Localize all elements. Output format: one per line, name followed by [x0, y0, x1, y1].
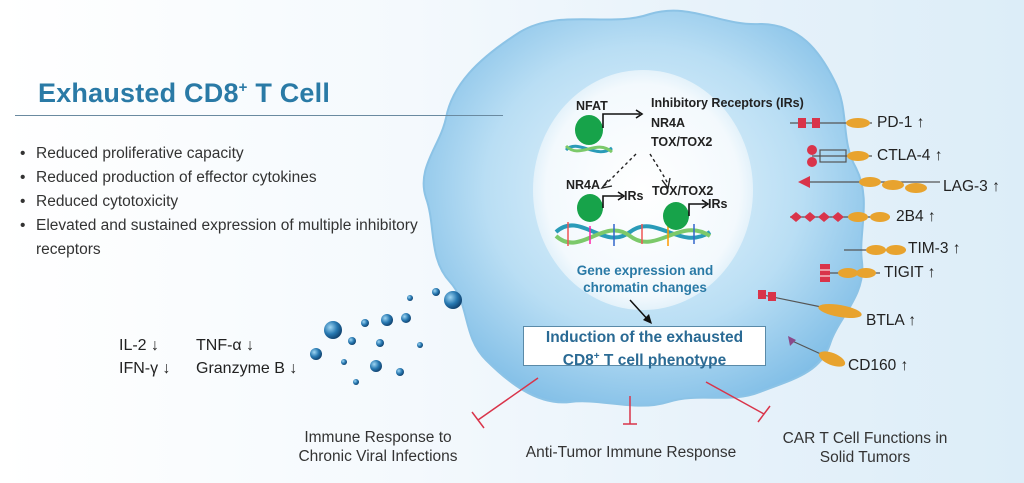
tox-label: TOX/TOX2 [652, 184, 714, 198]
pd1-receptor-icon [790, 118, 872, 128]
phenotype-line-2: CD8+ T cell phenotype [562, 351, 727, 370]
lag3-receptor-icon [798, 176, 940, 193]
nfat-label: NFAT [576, 99, 608, 113]
cytokine-droplets [310, 288, 462, 385]
gene-note-line-1: Gene expression and [576, 263, 714, 278]
receptor-label-cd160: CD160 ↑ [848, 357, 909, 374]
outcome-viral-line-1: Immune Response to [304, 429, 452, 446]
2b4-receptor-icon [790, 212, 890, 222]
tox-protein-icon [663, 202, 689, 230]
receptor-label-lag3: LAG-3 ↑ [943, 178, 1000, 195]
tigit-receptor-icon [820, 264, 880, 282]
list-item: Reduced cytotoxicity [18, 190, 438, 214]
btla-receptor-icon [757, 290, 862, 319]
receptor-label-tigit: TIGIT ↑ [884, 264, 936, 281]
tim3-receptor-icon [844, 245, 906, 255]
inhibition-arrows [471, 377, 771, 429]
ir-header-label: Inhibitory Receptors (IRs) [651, 96, 804, 110]
outcome-viral-line-2: Chronic Viral Infections [298, 448, 458, 465]
nr4a-label: NR4A [566, 178, 601, 192]
gene-note-line-2: chromatin changes [583, 280, 707, 295]
list-item: Elevated and sustained expression of mul… [18, 214, 438, 262]
outcome-viral-infections: Immune Response to Chronic Viral Infecti… [268, 428, 488, 466]
phenotype-box: Induction of the exhausted CD8+ T cell p… [523, 326, 766, 369]
receptor-label-2b4: 2B4 ↑ [896, 208, 936, 225]
list-item: Reduced proliferative capacity [18, 142, 438, 166]
irs-label-2: IRs [708, 197, 728, 211]
outcome-car-t: CAR T Cell Functions in Solid Tumors [760, 429, 970, 467]
exhaustion-features-list: Reduced proliferative capacity Reduced p… [18, 142, 438, 262]
outcome-anti-tumor: Anti-Tumor Immune Response [525, 444, 737, 461]
outcome-car-line-1: CAR T Cell Functions in [782, 430, 948, 447]
phenotype-line-1: Induction of the exhausted [545, 329, 744, 346]
cd160-receptor-icon [788, 336, 846, 367]
title-divider [15, 115, 503, 116]
irs-label-1: IRs [624, 189, 644, 203]
cytokine-il2: IL-2 ↓ [119, 337, 160, 354]
list-item: Reduced production of effector cytokines [18, 166, 438, 190]
receptor-label-tim3: TIM-3 ↑ [908, 240, 961, 257]
nr4a-protein-icon [577, 194, 603, 222]
page-title: Exhausted CD8+ T Cell [38, 78, 331, 108]
gene-expression-note: Gene expression and chromatin changes [560, 262, 730, 296]
cytokine-tnfa: TNF-α ↓ [196, 337, 255, 354]
nfat-protein-icon [575, 115, 603, 145]
receptor-label-pd1: PD-1 ↑ [877, 114, 925, 131]
ctla4-receptor-icon [807, 145, 872, 167]
outcome-car-line-2: Solid Tumors [819, 449, 911, 466]
receptor-label-ctla4: CTLA-4 ↑ [877, 147, 943, 164]
nr4a-top-label: NR4A [651, 116, 686, 130]
cytokine-granzyme-b: Granzyme B ↓ [196, 360, 298, 377]
receptor-label-btla: BTLA ↑ [866, 312, 916, 329]
dna-helix-icon [554, 222, 712, 246]
cytokine-ifng: IFN-γ ↓ [119, 360, 171, 377]
tox-top-label: TOX/TOX2 [651, 135, 713, 149]
